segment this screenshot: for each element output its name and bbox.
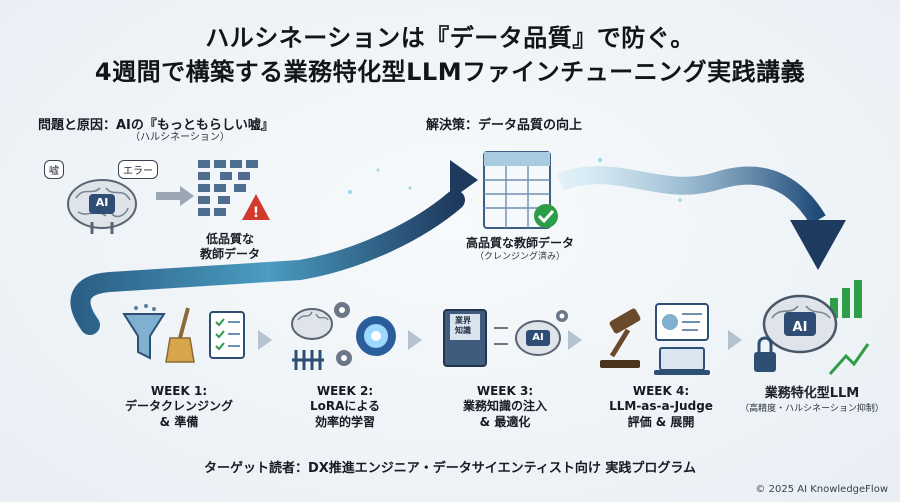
book-text-1: 業界	[455, 316, 471, 325]
problem-subheading: （ハルシネーション）	[130, 132, 230, 143]
week1-line2: & 準備	[159, 414, 199, 429]
bar-chart-icon	[830, 280, 862, 318]
brain-icon	[67, 179, 137, 234]
week-arrow-2	[408, 330, 422, 350]
sparkle	[376, 168, 380, 172]
high-quality-data-sublabel: （クレンジング済み）	[474, 252, 565, 262]
title-line-1: ハルシネーションは『データ品質』で防ぐ。	[205, 24, 695, 52]
gear-icon	[334, 302, 352, 366]
week1-line1: データクレンジング	[124, 399, 233, 414]
problem-heading: 問題と原因：AIの『もっともらしい嘘』	[38, 118, 274, 133]
week4-title: WEEK 4:	[632, 384, 690, 398]
low-quality-data-icon: !	[198, 160, 270, 221]
checklist-icon	[209, 311, 245, 359]
target-audience: ターゲット読者：DX推進エンジニア・データサイエンティスト向け 実践プログラム	[203, 461, 697, 476]
week2-title: WEEK 2:	[316, 384, 374, 398]
result-icons	[754, 280, 870, 375]
sparkle	[598, 158, 602, 162]
high-quality-data-label: 高品質な教師データ	[465, 236, 574, 250]
exchange-arrows-icon	[494, 327, 508, 345]
growth-arrow-icon	[828, 343, 870, 375]
flow-arrowhead-result	[790, 220, 846, 270]
week-arrow-3	[568, 330, 582, 350]
problem-arrowhead	[180, 186, 194, 206]
gavel-icon	[600, 308, 641, 368]
week4-line2: 評価 & 展開	[627, 414, 695, 429]
low-quality-label-line2: 教師データ	[199, 247, 260, 261]
week3-text: WEEK 3: 業務知識の注入 & 最適化	[440, 384, 570, 430]
flow-u-turn	[70, 190, 465, 335]
week3-title: WEEK 3:	[476, 384, 534, 398]
lie-bubble: 嘘	[44, 160, 64, 179]
result-subtitle: （高精度・ハルシネーション抑制）	[740, 404, 884, 414]
book-icon	[443, 309, 487, 367]
lock-icon	[754, 336, 776, 372]
week3-line2: & 最適化	[479, 414, 531, 429]
sparkle	[408, 186, 412, 190]
laptop-icon	[654, 347, 710, 375]
week1-icons	[122, 304, 245, 363]
copyright: © 2025 AI KnowledgeFlow	[755, 484, 888, 495]
week2-line2: 効率的学習	[314, 414, 375, 429]
book-text-2: 知識	[455, 325, 471, 335]
svg-text:!: !	[253, 205, 259, 221]
sparkle	[678, 198, 682, 202]
result-title: 業務特化型LLM	[764, 386, 860, 401]
week4-text: WEEK 4: LLM-as-a-Judge 評価 & 展開	[596, 384, 726, 430]
adapter-icon	[292, 350, 324, 370]
error-bubble: エラー	[118, 160, 158, 179]
result-brain-label: AI	[792, 320, 808, 335]
book-text: 業界 知識	[449, 316, 477, 335]
solution-heading: 解決策：データ品質の向上	[426, 118, 583, 133]
brain-label: AI	[95, 196, 109, 209]
dashboard-icon	[655, 303, 709, 341]
week3-icons	[443, 309, 568, 367]
week2-text: WEEK 2: LoRAによる 効率的学習	[280, 384, 410, 430]
brain-icon	[515, 320, 561, 356]
week3-line1: 業務知識の注入	[462, 399, 547, 414]
week1-title: WEEK 1:	[150, 384, 208, 398]
flow-arrowhead-mid	[450, 160, 478, 200]
low-quality-label-line1: 低品質な	[205, 232, 254, 246]
funnel-icon	[122, 304, 166, 360]
lora-core-icon	[356, 316, 396, 356]
week-arrow-1	[258, 330, 272, 350]
week-arrow-4	[728, 330, 742, 350]
broom-icon	[165, 307, 195, 363]
week3-brain-label: AI	[532, 332, 544, 343]
brain-icon	[762, 294, 838, 354]
brain-icon	[291, 308, 333, 340]
sparkle	[348, 190, 352, 194]
week4-line1: LLM-as-a-Judge	[609, 399, 713, 414]
week4-icons	[600, 303, 710, 375]
title-line-2: 4週間で構築する業務特化型LLMファインチューニング実践講義	[94, 58, 806, 86]
week2-line1: LoRAによる	[309, 399, 381, 414]
low-quality-data-label: 低品質な 教師データ	[190, 232, 270, 262]
week1-text: WEEK 1: データクレンジング & 準備	[114, 384, 244, 430]
gear-icon	[556, 310, 568, 322]
week2-icons	[291, 302, 396, 370]
flow-wave	[556, 166, 826, 225]
spreadsheet-icon	[483, 151, 558, 229]
